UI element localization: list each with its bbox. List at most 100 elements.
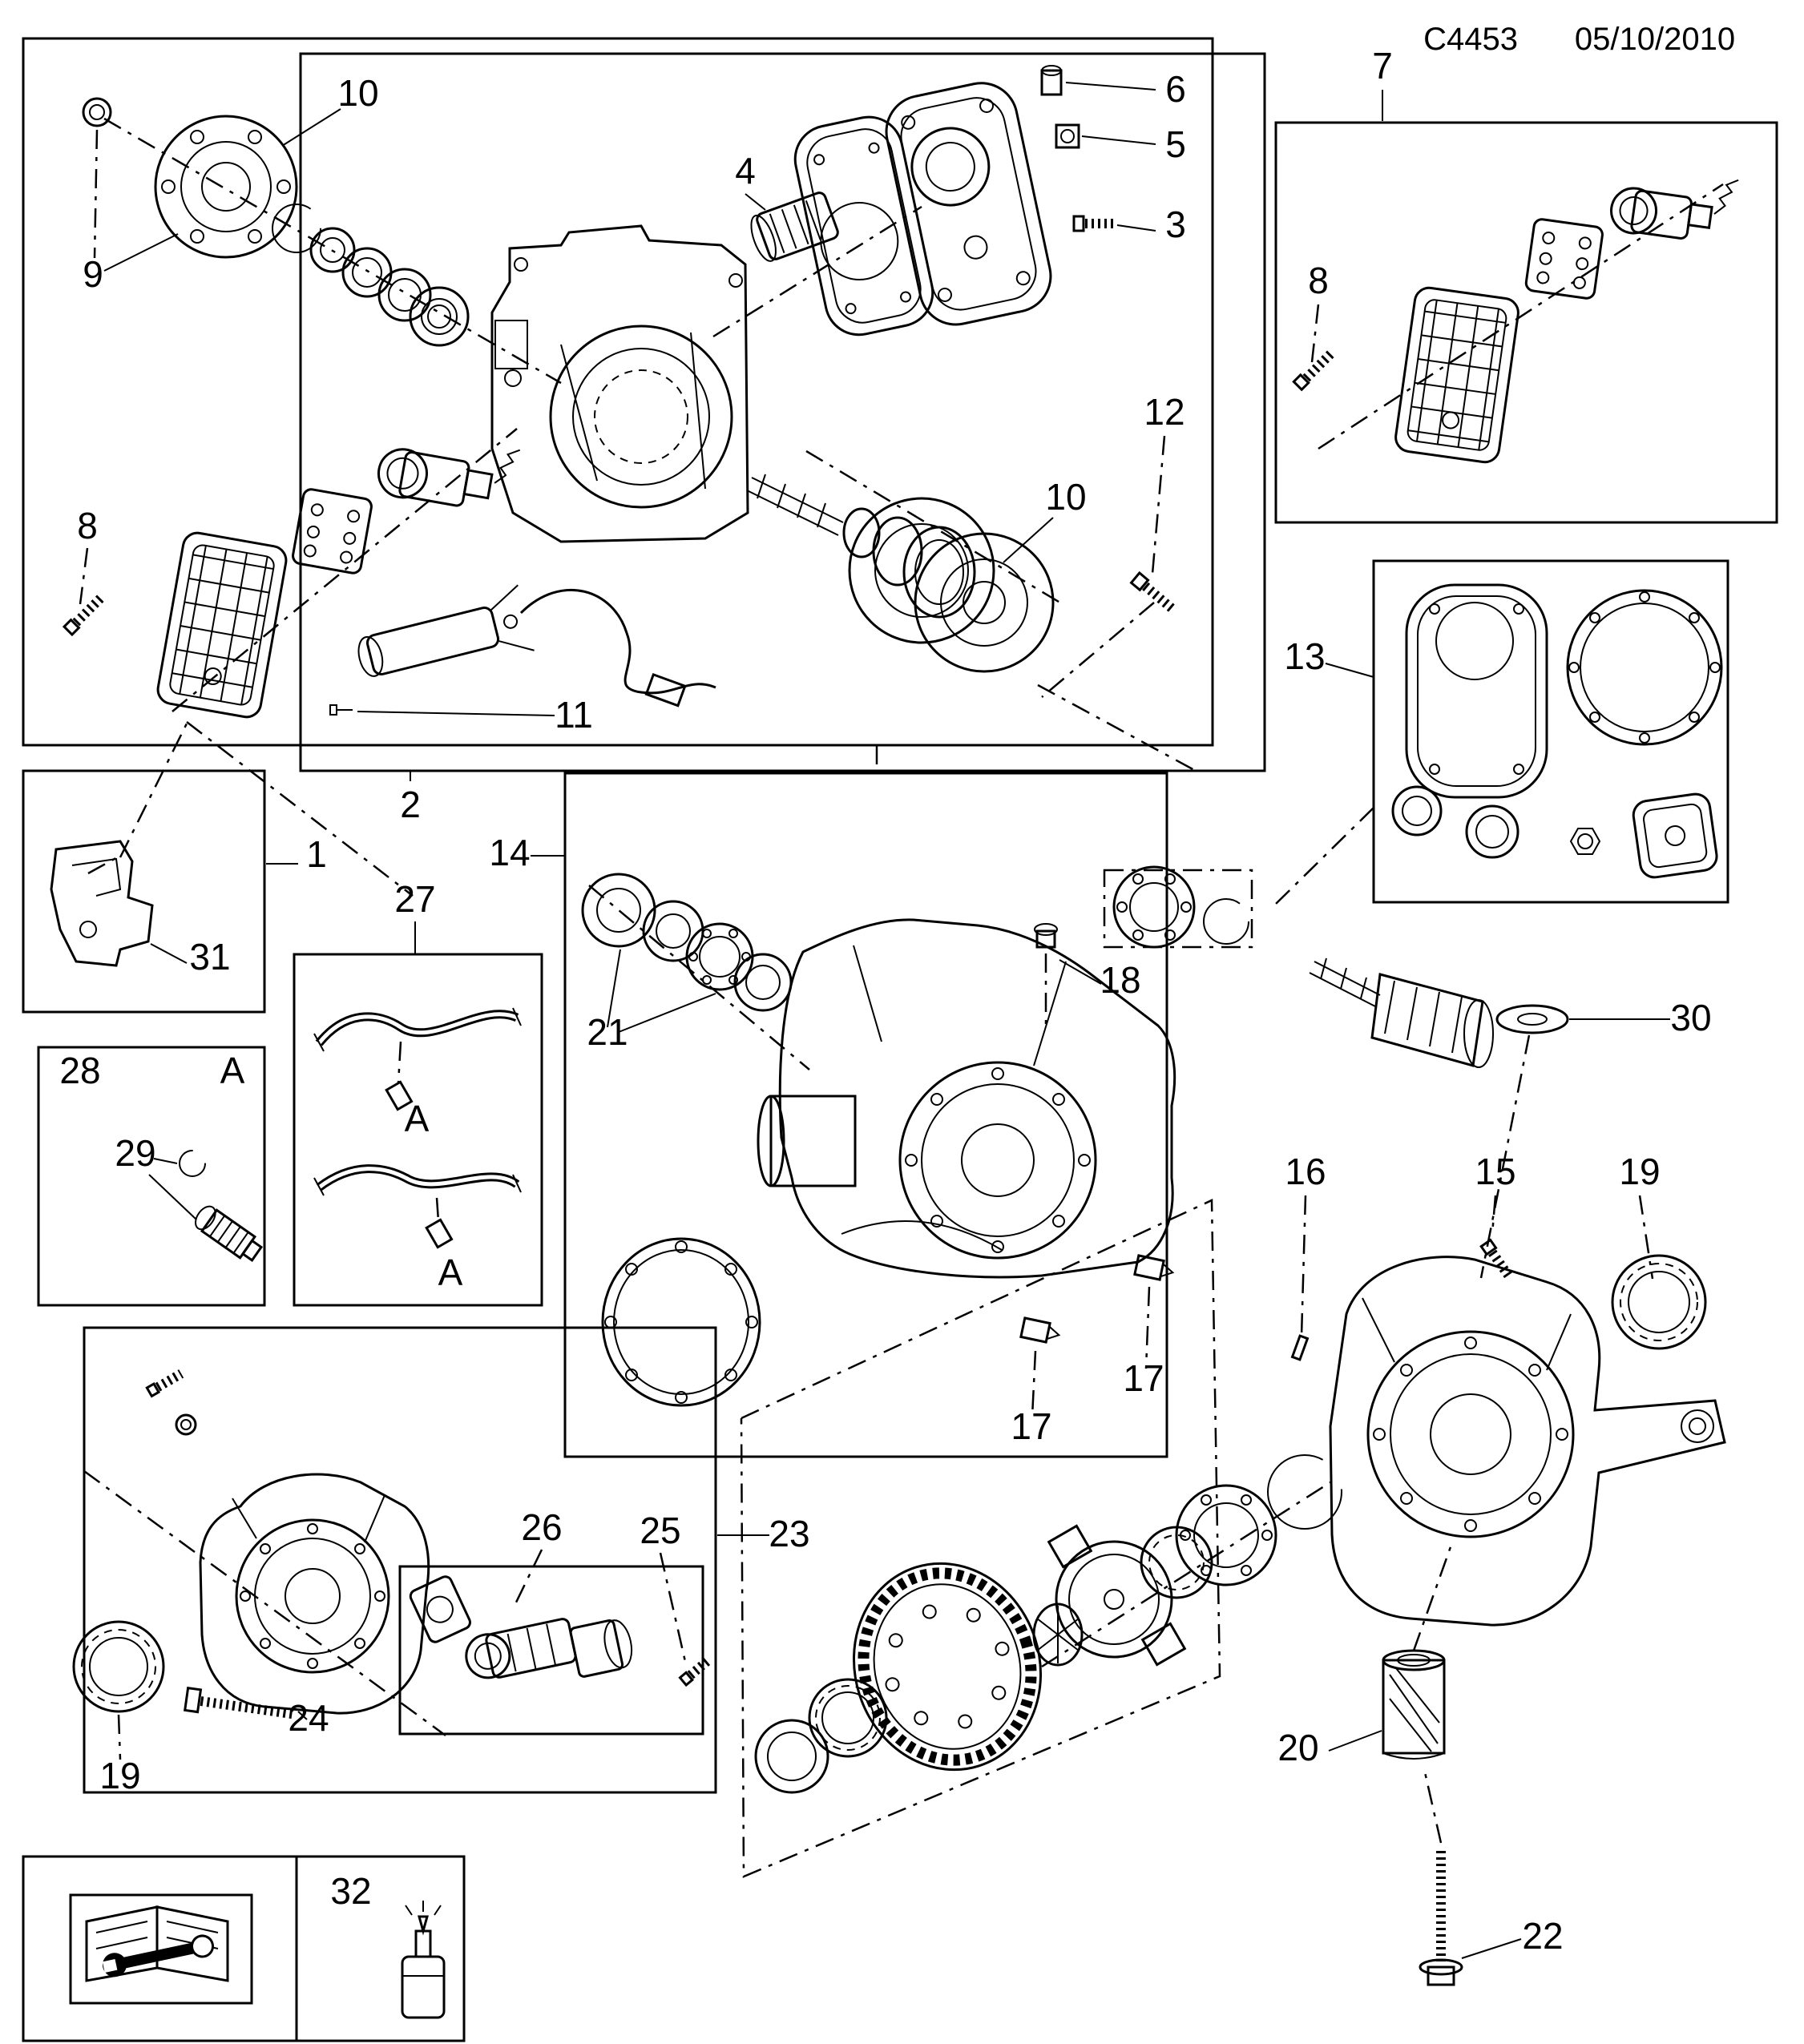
part-31-bracket bbox=[50, 840, 188, 967]
part-16-roll-pin bbox=[1290, 1195, 1310, 1361]
callout-18: 18 bbox=[1100, 959, 1140, 1001]
part-19-seal-left bbox=[72, 1620, 165, 1760]
part-solenoid-left bbox=[377, 448, 521, 507]
callout-a-pipe2: A bbox=[438, 1252, 463, 1293]
callout-12: 12 bbox=[1144, 391, 1185, 433]
part-flange-seal-stack bbox=[272, 204, 470, 347]
part-13-gasket-small bbox=[1632, 792, 1718, 879]
callout-8-left: 8 bbox=[77, 505, 98, 546]
callout-24: 24 bbox=[288, 1697, 329, 1739]
part-13-nut bbox=[1569, 828, 1601, 855]
part-9-seal-cap bbox=[82, 97, 179, 272]
callout-9: 9 bbox=[83, 253, 103, 295]
callout-16: 16 bbox=[1285, 1151, 1326, 1192]
part-transmission-case bbox=[490, 224, 749, 543]
part-19-seal-right bbox=[1611, 1195, 1707, 1350]
part-diff-carrier bbox=[1032, 1524, 1213, 1667]
callout-11: 11 bbox=[555, 694, 593, 736]
part-30-washer bbox=[1495, 1004, 1670, 1034]
part-17-fill-plug bbox=[1133, 1254, 1175, 1369]
callout-15: 15 bbox=[1475, 1151, 1515, 1192]
box-part1-group bbox=[22, 769, 266, 1014]
part-15-screw bbox=[1479, 1195, 1515, 1282]
part-27-pipe-1 bbox=[313, 1007, 522, 1111]
box-part23-group bbox=[83, 1326, 717, 1794]
part-10-flange bbox=[154, 108, 341, 259]
part-11-slave-cylinder bbox=[329, 584, 716, 716]
part-differential-housing bbox=[757, 918, 1176, 1279]
part-clutch-housing-gasket bbox=[793, 115, 934, 337]
callout-19-left: 19 bbox=[99, 1755, 140, 1796]
callout-6: 6 bbox=[1165, 68, 1186, 110]
part-input-shaft bbox=[746, 474, 976, 619]
callout-23: 23 bbox=[769, 1513, 809, 1554]
callout-25: 25 bbox=[640, 1510, 680, 1551]
part-solenoid-box7 bbox=[1610, 179, 1739, 240]
callout-14: 14 bbox=[489, 832, 530, 873]
box-part27-pipes bbox=[293, 953, 543, 1307]
callout-5: 5 bbox=[1165, 123, 1186, 165]
part-rear-bearing bbox=[1175, 1454, 1342, 1586]
part-24-bolt bbox=[184, 1686, 308, 1720]
callout-32: 32 bbox=[330, 1870, 371, 1912]
part-pinion-gear bbox=[1309, 957, 1494, 1068]
callout-20: 20 bbox=[1277, 1727, 1318, 1768]
callout-2: 2 bbox=[400, 784, 421, 825]
part-ring-gear bbox=[852, 1562, 1043, 1772]
part-10-release-bearing bbox=[848, 497, 1055, 673]
box-legend-manual-inner bbox=[69, 1893, 253, 2005]
part-20-bushing bbox=[1328, 1542, 1454, 1760]
part-oil-cooler-box7 bbox=[1394, 286, 1519, 464]
part-front-cover-housing bbox=[145, 1369, 430, 1715]
box-main-assembly bbox=[22, 37, 1214, 747]
callout-26: 26 bbox=[521, 1506, 562, 1548]
part-18-bearing-kit bbox=[1103, 865, 1253, 949]
callout-a-box28: A bbox=[220, 1050, 245, 1091]
leader-4 bbox=[745, 193, 766, 211]
sealant-bottle-icon bbox=[401, 1901, 446, 2019]
callout-27: 27 bbox=[394, 878, 435, 920]
callout-10-release: 10 bbox=[1045, 476, 1086, 518]
part-plate-box7 bbox=[1524, 218, 1604, 300]
callout-28: 28 bbox=[59, 1050, 100, 1091]
box-part7-group bbox=[1274, 121, 1778, 524]
callout-30: 30 bbox=[1670, 997, 1711, 1038]
callout-17-drain: 17 bbox=[1011, 1405, 1051, 1447]
part-5-plug bbox=[1055, 123, 1156, 149]
part-end-cover bbox=[885, 82, 1052, 326]
part-14-gasket bbox=[601, 1237, 761, 1407]
part-oil-cooler-left bbox=[156, 531, 288, 719]
part-12-screw bbox=[1041, 435, 1178, 698]
box-part14-group bbox=[563, 772, 1168, 1458]
callout-8-box7: 8 bbox=[1308, 260, 1329, 301]
part-8-screw-left bbox=[62, 547, 106, 637]
part-8-screw-box7 bbox=[1292, 304, 1337, 392]
callout-31: 31 bbox=[189, 936, 230, 978]
callout-1: 1 bbox=[306, 833, 327, 875]
part-rear-cover-housing bbox=[1329, 1256, 1726, 1627]
part-18-vent-valve bbox=[1034, 923, 1102, 1026]
part-13-seal-rings bbox=[1391, 785, 1519, 859]
part-29-clip-and-plug bbox=[148, 1150, 264, 1262]
callout-22: 22 bbox=[1522, 1915, 1563, 1957]
part-6-breather bbox=[1040, 65, 1156, 96]
callout-19-right: 19 bbox=[1619, 1151, 1660, 1192]
callout-10-flange: 10 bbox=[337, 72, 378, 114]
callouts: 9 10 8 4 6 5 3 12 10 11 2 7 8 13 1 31 28… bbox=[59, 45, 1711, 1957]
part-plate-left bbox=[292, 488, 373, 574]
box-part2-group bbox=[299, 52, 1266, 772]
callout-a-pipe1: A bbox=[405, 1098, 430, 1139]
callout-7: 7 bbox=[1372, 45, 1393, 87]
box-legend-sealant bbox=[295, 1855, 466, 2042]
part-seal-rings-bottom bbox=[754, 1678, 888, 1794]
dashed-subassembly-outline bbox=[740, 1199, 1221, 1878]
part-3-bolt bbox=[1072, 215, 1156, 232]
catalog-date: 05/10/2010 bbox=[1575, 22, 1735, 57]
catalog-code: C4453 bbox=[1423, 22, 1518, 57]
part-4-filter bbox=[750, 191, 839, 262]
part-26-actuator bbox=[409, 1549, 633, 1679]
part-13-gasket-large bbox=[1405, 583, 1548, 799]
part-13-gasket-round bbox=[1566, 589, 1723, 746]
